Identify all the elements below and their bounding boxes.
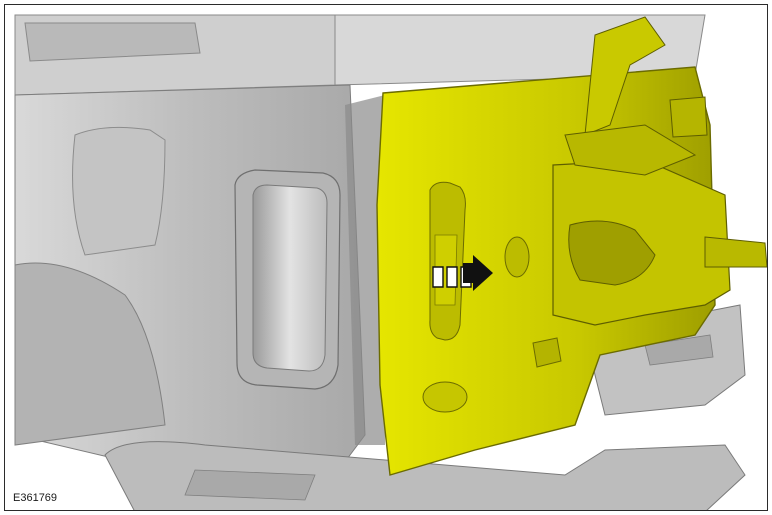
spare-tire-carrier (552, 16, 767, 326)
vehicle-rear-illustration (14, 14, 767, 510)
door-opening (345, 95, 385, 445)
tail-lamp (234, 169, 341, 390)
illustration-frame: E361769 (4, 4, 768, 511)
wheel-arch (14, 262, 166, 446)
fuel-door (72, 126, 166, 256)
figure-id-label: E361769 (11, 492, 60, 505)
swing-direction-arrow-icon (432, 255, 493, 291)
